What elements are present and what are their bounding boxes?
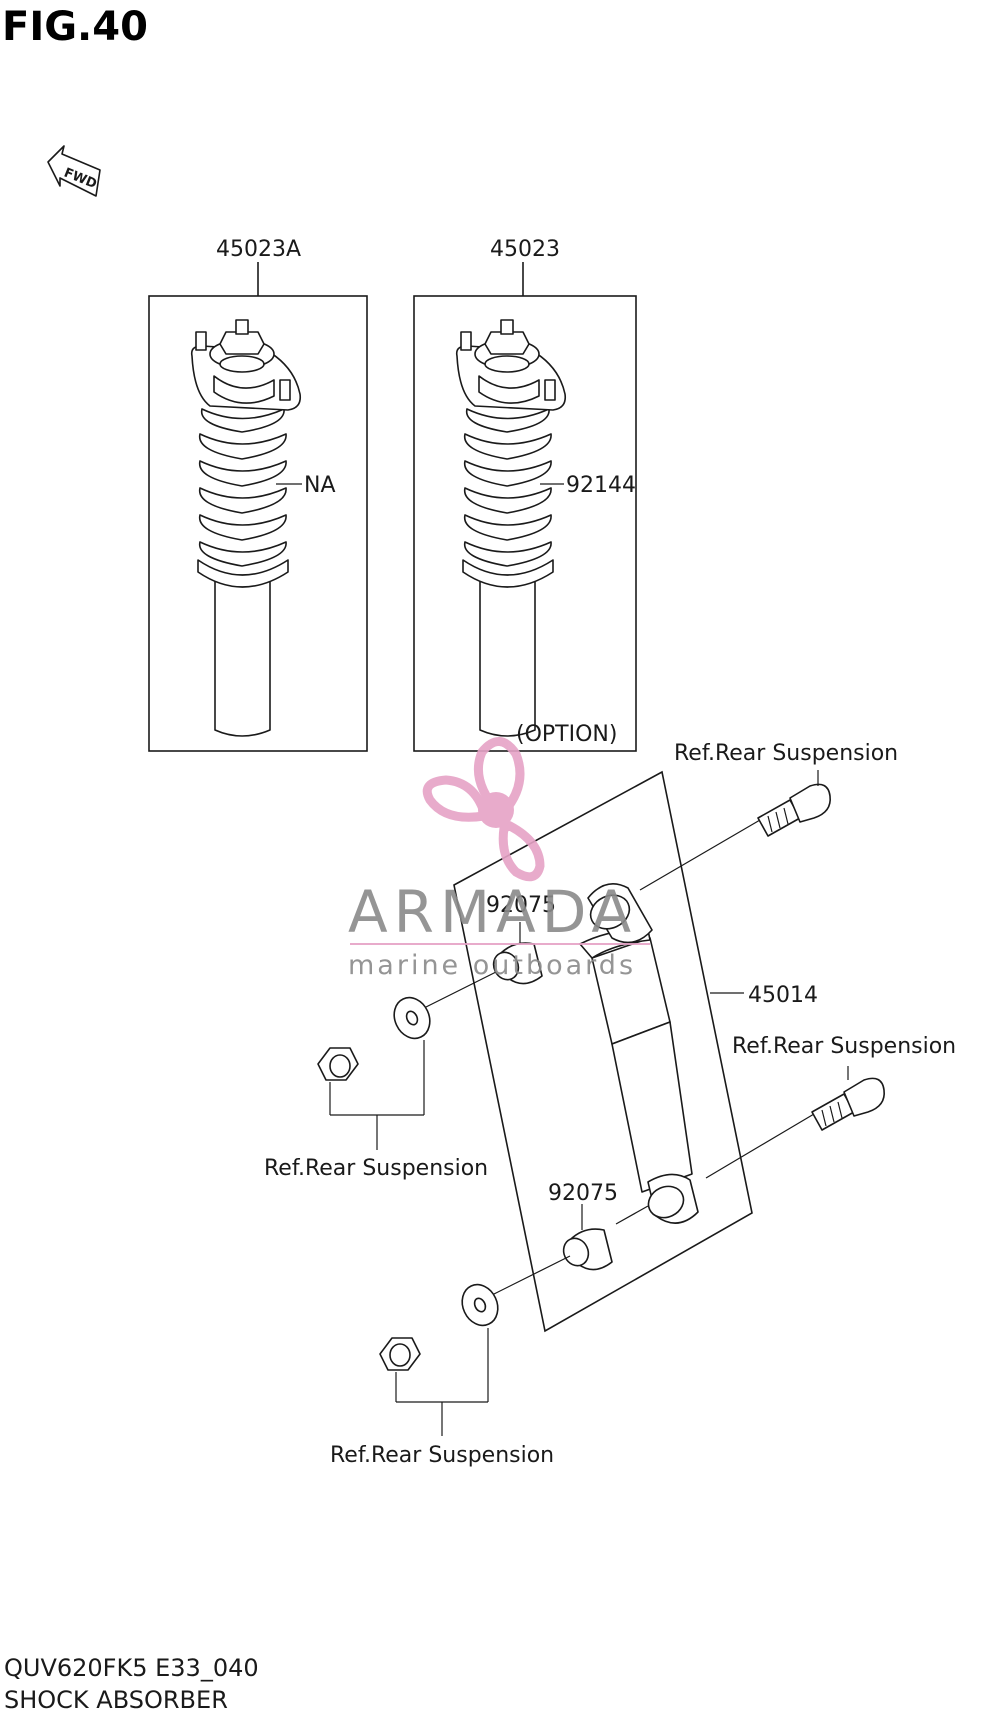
forward-arrow-icon: FWD [47,145,101,197]
upper-washer [393,996,431,1040]
upper-nut [317,1047,359,1081]
watermark-tagline: marine outboards [348,950,636,981]
part-number-45023: 45023 [490,237,560,262]
part-number-45014: 45014 [748,983,818,1008]
footer-figure-code: QUV620FK5 E33_040 [4,1654,259,1682]
watermark-brand: ARMADA [348,878,637,946]
part-number-92075-upper: 92075 [486,893,556,918]
part-number-92075-lower: 92075 [548,1181,618,1206]
figure-title: FIG.40 [2,4,148,50]
lower-washer [461,1283,499,1327]
ref-lower-nut: Ref.Rear Suspension [330,1443,554,1468]
coil-over-shock-left [190,319,302,737]
lower-bolt: Ref.Rear Suspension [705,1034,956,1179]
coil-assembly-right: 45023 92144 (OPTION) [413,237,637,752]
coil-assembly-left: 45023A NA [148,237,368,752]
coil-over-shock-right [455,319,567,737]
footer-figure-name: SHOCK ABSORBER [4,1686,228,1714]
part-label-na: NA [304,473,336,498]
lower-nut-callout: Ref.Rear Suspension [330,1328,554,1468]
upper-bushing: 92075 [486,893,556,985]
upper-nut-callout: Ref.Rear Suspension [264,1040,488,1181]
option-note: (OPTION) [516,722,617,747]
shock-absorber [579,882,699,1224]
part-number-45023a: 45023A [216,237,301,262]
ref-upper-nut: Ref.Rear Suspension [264,1156,488,1181]
part-number-92144: 92144 [566,473,636,498]
shock-absorber-group: 45014 [453,770,818,1333]
lower-nut [379,1337,421,1371]
ref-upper-bolt: Ref.Rear Suspension [674,741,898,766]
propeller-logo-icon [422,737,545,882]
ref-lower-bolt: Ref.Rear Suspension [732,1034,956,1059]
armada-watermark: ARMADA marine outboards [348,737,650,981]
upper-bolt: Ref.Rear Suspension [639,741,898,891]
lower-bushing: 92075 [548,1181,649,1271]
